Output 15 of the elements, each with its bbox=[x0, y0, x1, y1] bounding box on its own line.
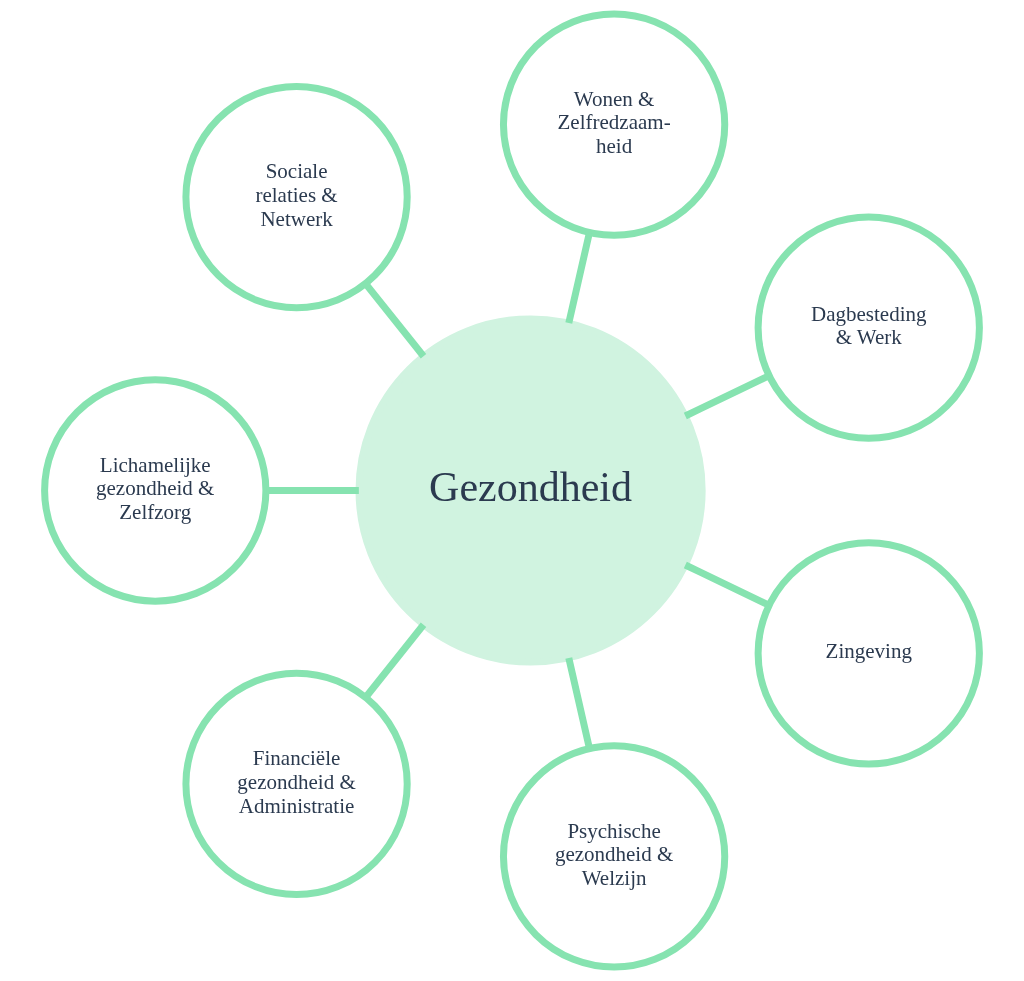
node-circle: Wonen & Zelfredzaam-heid bbox=[499, 10, 729, 239]
connector bbox=[266, 487, 359, 494]
connector bbox=[565, 232, 593, 324]
connector bbox=[363, 622, 427, 700]
node-circle: Financiële gezondheid & Administratie bbox=[182, 669, 411, 899]
node-circle: Zingeving bbox=[754, 539, 983, 768]
connector bbox=[683, 561, 771, 609]
node-circle: Sociale relaties & Netwerk bbox=[182, 82, 411, 312]
connector bbox=[363, 281, 427, 359]
node-circle: Psychische gezondheid & Welzijn bbox=[499, 742, 729, 971]
node-circle: Dagbesteding & Werk bbox=[754, 213, 983, 442]
node-circle: Gezondheid bbox=[355, 315, 706, 666]
connector bbox=[565, 657, 593, 749]
node-circle: Lichamelijke gezondheid & Zelfzorg bbox=[41, 376, 270, 605]
connector bbox=[683, 372, 771, 420]
